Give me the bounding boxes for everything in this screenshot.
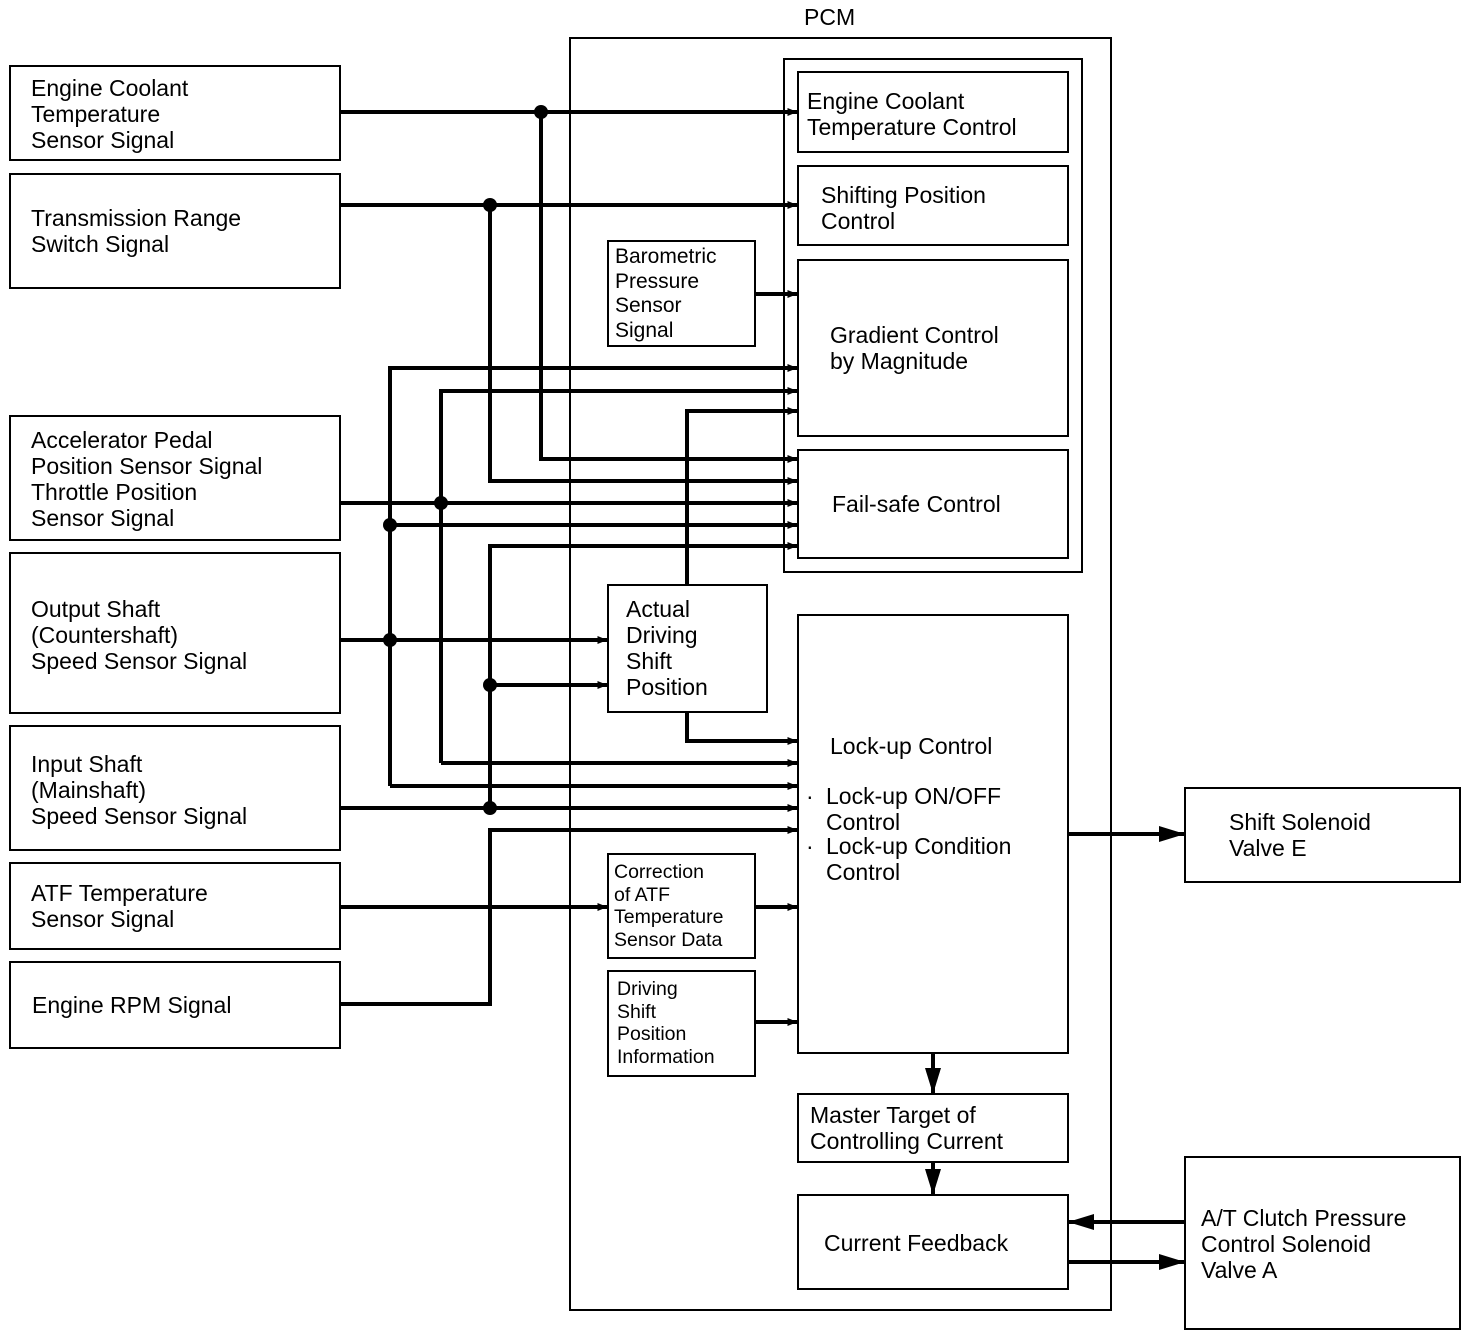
shifting-position-control-box: Shifting Position Control <box>797 165 1069 246</box>
failsafe-control-box: Fail-safe Control <box>797 449 1069 559</box>
master-target-controlling-current-box: Master Target of Controlling Current <box>797 1093 1069 1163</box>
failsafe-control-label: Fail-safe Control <box>832 491 1001 517</box>
input-shaft-sensor-label: Input Shaft (Mainshaft) Speed Sensor Sig… <box>31 751 248 829</box>
master-target-controlling-current-label: Master Target of Controlling Current <box>810 1102 1004 1154</box>
clutch-pressure-solenoid-valve-a-box: A/T Clutch Pressure Control Solenoid Val… <box>1184 1156 1461 1330</box>
wire-actual-to-gradient <box>685 407 798 584</box>
engine-coolant-sensor-label: Engine Coolant Temperature Sensor Signal <box>31 75 189 153</box>
junction-dot <box>483 801 497 815</box>
junction-dot <box>383 518 397 532</box>
wire-input-shaft-bus <box>488 542 798 808</box>
gradient-control-box: Gradient Control by Magnitude <box>797 259 1069 437</box>
wire-range-branch <box>488 205 798 485</box>
pcm-frame <box>569 37 1112 1311</box>
junction-dot <box>383 633 397 647</box>
accelerator-throttle-sensor-label: Accelerator Pedal Position Sensor Signal… <box>31 427 263 531</box>
correction-atf-temperature-box: Correction of ATF Temperature Sensor Dat… <box>607 853 756 959</box>
gradient-control-label: Gradient Control by Magnitude <box>830 322 999 374</box>
correction-atf-temperature-label: Correction of ATF Temperature Sensor Dat… <box>614 861 724 951</box>
transmission-range-switch-label: Transmission Range Switch Signal <box>31 205 242 257</box>
junction-dot <box>483 678 497 692</box>
transmission-range-switch-box: Transmission Range Switch Signal <box>9 173 341 289</box>
engine-rpm-signal-box: Engine RPM Signal <box>9 961 341 1049</box>
lockup-on-off-control-label: Lock-up ON/OFF Control <box>826 783 1002 835</box>
output-shaft-sensor-box: Output Shaft (Countershaft) Speed Sensor… <box>9 552 341 714</box>
wire-coolant-branch <box>539 112 798 463</box>
current-feedback-label: Current Feedback <box>824 1230 1009 1256</box>
barometric-pressure-sensor-box: Barometric Pressure Sensor Signal <box>607 240 756 347</box>
lockup-bullet-1: · <box>806 783 814 809</box>
driving-shift-position-information-label: Driving Shift Position Information <box>617 978 715 1068</box>
shifting-position-control-label: Shifting Position Control <box>821 182 986 234</box>
lockup-control-title: Lock-up Control <box>830 733 993 759</box>
output-shaft-sensor-label: Output Shaft (Countershaft) Speed Sensor… <box>31 596 248 674</box>
atf-temperature-sensor-box: ATF Temperature Sensor Signal <box>9 862 341 950</box>
lockup-bullet-2: · <box>806 833 814 859</box>
engine-coolant-temperature-control-box: Engine Coolant Temperature Control <box>797 71 1069 153</box>
pcm-label: PCM <box>804 4 856 30</box>
actual-driving-shift-position-label: Actual Driving Shift Position <box>626 596 708 700</box>
junction-dot <box>483 198 497 212</box>
wire-actual-to-lockup <box>685 713 798 745</box>
actual-driving-shift-position-box: Actual Driving Shift Position <box>607 584 768 713</box>
wire-throttle-bus <box>439 387 798 763</box>
current-feedback-box: Current Feedback <box>797 1194 1069 1290</box>
barometric-pressure-sensor-label: Barometric Pressure Sensor Signal <box>615 245 717 342</box>
engine-rpm-signal-label: Engine RPM Signal <box>32 992 232 1018</box>
shift-solenoid-valve-e-box: Shift Solenoid Valve E <box>1184 787 1461 883</box>
driving-shift-position-information-box: Driving Shift Position Information <box>607 970 756 1077</box>
lockup-control-box: Lock-up Control · Lock-up ON/OFF Control… <box>797 614 1069 1054</box>
input-shaft-sensor-box: Input Shaft (Mainshaft) Speed Sensor Sig… <box>9 725 341 851</box>
wire-rpm-to-lockup <box>341 826 798 1006</box>
control-group-frame <box>783 58 1083 573</box>
shift-solenoid-valve-e-label: Shift Solenoid Valve E <box>1229 809 1371 861</box>
junction-dot <box>434 496 448 510</box>
junction-dot <box>534 105 548 119</box>
accelerator-throttle-sensor-box: Accelerator Pedal Position Sensor Signal… <box>9 415 341 541</box>
lockup-condition-control-label: Lock-up Condition Control <box>826 833 1012 885</box>
clutch-pressure-solenoid-valve-a-label: A/T Clutch Pressure Control Solenoid Val… <box>1201 1205 1407 1283</box>
engine-coolant-temperature-control-label: Engine Coolant Temperature Control <box>807 88 1017 140</box>
engine-coolant-sensor-box: Engine Coolant Temperature Sensor Signal <box>9 65 341 161</box>
atf-temperature-sensor-label: ATF Temperature Sensor Signal <box>31 880 208 932</box>
